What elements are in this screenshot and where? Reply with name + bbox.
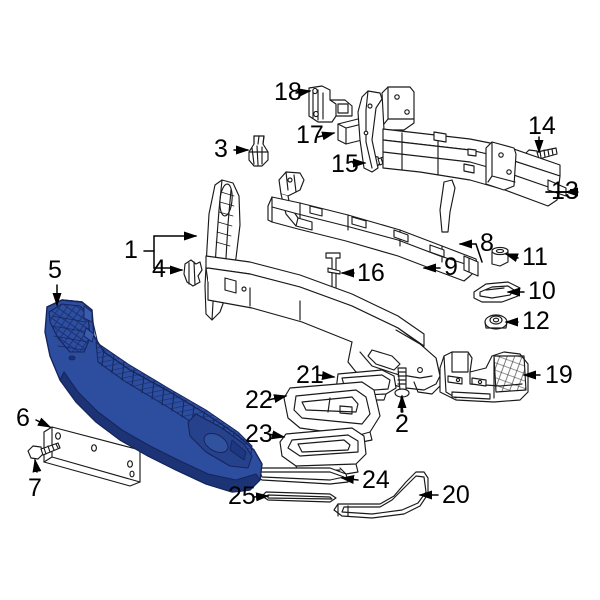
part-6-license-plate-bracket	[43, 426, 141, 487]
callout-1[interactable]: 1	[124, 236, 138, 264]
callout-15[interactable]: 15	[331, 150, 359, 178]
callout-23[interactable]: 23	[245, 420, 273, 448]
callout-6[interactable]: 6	[16, 404, 30, 432]
callout-22[interactable]: 22	[245, 386, 273, 414]
part-4-retainer-clip	[183, 259, 203, 287]
callout-21[interactable]: 21	[296, 361, 324, 389]
callout-2[interactable]: 2	[395, 410, 409, 438]
callout-24[interactable]: 24	[362, 466, 390, 494]
part-9-energy-absorber	[267, 196, 479, 282]
callout-7[interactable]: 7	[28, 474, 42, 502]
callout-3[interactable]: 3	[214, 135, 228, 163]
callout-20[interactable]: 20	[442, 481, 470, 509]
part-13-bumper-impact-bar	[357, 86, 567, 233]
part-19-side-bracket	[439, 351, 529, 403]
callout-9[interactable]: 9	[444, 253, 458, 281]
callout-17[interactable]: 17	[296, 121, 324, 149]
part-5-lower-valance-highlighted	[44, 299, 263, 493]
part-24-lower-molding-upper	[253, 467, 349, 485]
callout-4[interactable]: 4	[152, 255, 166, 283]
callout-8[interactable]: 8	[480, 229, 494, 257]
part-22-fog-bezel-outer	[283, 381, 381, 443]
part-20-corner-spoiler	[333, 471, 429, 519]
part-11-grommet	[491, 246, 509, 267]
part-3-push-pin-clip	[248, 135, 269, 167]
part-25-lower-molding-lower	[261, 491, 337, 503]
callout-14[interactable]: 14	[528, 112, 556, 140]
callout-11[interactable]: 11	[522, 243, 548, 271]
callout-18[interactable]: 18	[274, 78, 302, 106]
part-16-retainer-pin	[325, 252, 341, 291]
callout-12[interactable]: 12	[522, 307, 550, 335]
part-7-bracket-screw	[27, 442, 61, 460]
callout-25[interactable]: 25	[228, 482, 256, 510]
part-12-nut-retainer	[484, 314, 508, 330]
callout-19[interactable]: 19	[545, 361, 573, 389]
callout-16[interactable]: 16	[357, 259, 385, 287]
callout-5[interactable]: 5	[48, 256, 62, 284]
callout-10[interactable]: 10	[528, 277, 556, 305]
part-23-fog-bezel-inner	[279, 427, 367, 475]
callout-13[interactable]: 13	[551, 177, 579, 205]
part-18-impact-sensor-bracket	[308, 85, 353, 123]
